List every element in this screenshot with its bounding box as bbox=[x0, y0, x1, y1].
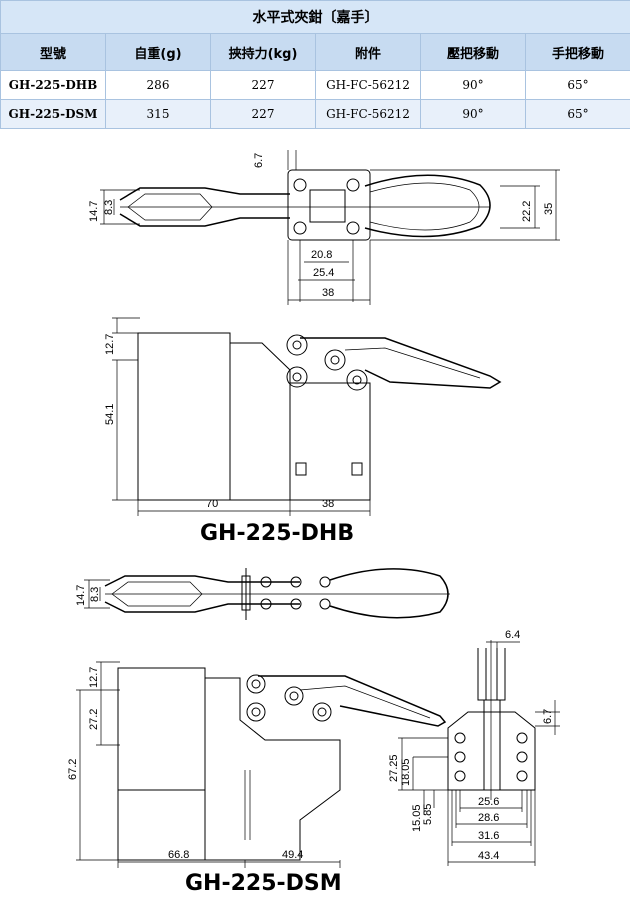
dim-label: 35 bbox=[543, 203, 555, 215]
cell-bar-movement: 90° bbox=[420, 70, 526, 100]
cell-holding-force: 227 bbox=[210, 99, 316, 129]
dsm-front-dimensions: 6.4 6.7 27.25 18.05 15.05 5.85 25.6 28.6… bbox=[388, 629, 560, 866]
dim-label: 67.2 bbox=[67, 759, 79, 780]
header-weight: 自重(g) bbox=[105, 33, 211, 71]
dim-label: 27.25 bbox=[388, 754, 400, 782]
dsm-top-view bbox=[104, 568, 450, 620]
cell-model: GH-225-DHB bbox=[0, 70, 106, 100]
cell-accessory: GH-FC-56212 bbox=[315, 70, 421, 100]
dim-label: 22.2 bbox=[521, 201, 533, 222]
cell-weight: 286 bbox=[105, 70, 211, 100]
dhb-side-view bbox=[137, 332, 502, 501]
dhb-top-view bbox=[119, 169, 491, 241]
dim-label: 20.8 bbox=[311, 249, 332, 261]
dim-label: 12.7 bbox=[88, 667, 100, 688]
dim-label: 6.7 bbox=[253, 153, 265, 168]
table-row: GH-225-DSM 315 227 GH-FC-56212 90° 65° bbox=[0, 99, 630, 129]
cell-model: GH-225-DSM bbox=[0, 99, 106, 129]
dim-label: 6.4 bbox=[505, 629, 520, 641]
header-holding-force: 挾持力(kg) bbox=[210, 33, 316, 71]
dim-label: 6.7 bbox=[542, 709, 554, 724]
dsm-side-dimensions: 12.7 27.2 67.2 66.8 49.4 GH-225-DSM bbox=[67, 661, 342, 896]
dim-label: 14.7 bbox=[88, 201, 100, 222]
dim-label: 31.6 bbox=[478, 830, 499, 842]
dsm-side-view bbox=[117, 667, 447, 861]
cell-handle-movement: 65° bbox=[525, 99, 630, 129]
dim-label: 43.4 bbox=[478, 850, 499, 862]
dhb-top-dimensions: 6.7 14.7 8.3 22.2 35 20.8 25.4 38 bbox=[88, 150, 560, 305]
dsm-top-dimensions: 14.7 8.3 bbox=[75, 579, 110, 609]
dim-label: 49.4 bbox=[282, 849, 303, 861]
dim-label: 66.8 bbox=[168, 849, 189, 861]
dim-label: 14.7 bbox=[75, 585, 87, 606]
table-header-row: 型號 自重(g) 挾持力(kg) 附件 壓把移動 手把移動 bbox=[0, 33, 630, 71]
dim-label: 15.05 bbox=[411, 804, 423, 832]
technical-drawing: 6.7 14.7 8.3 22.2 35 20.8 25.4 38 bbox=[67, 150, 560, 896]
dim-label: 27.2 bbox=[88, 709, 100, 730]
dsm-model-label: GH-225-DSM bbox=[185, 871, 342, 896]
dim-label: 8.3 bbox=[103, 200, 115, 215]
dim-label: 28.6 bbox=[478, 812, 499, 824]
dim-label: 12.7 bbox=[104, 334, 116, 355]
dhb-side-dimensions: 12.7 54.1 70 38 GH-225-DHB bbox=[104, 317, 371, 546]
dim-label: 25.6 bbox=[478, 796, 499, 808]
header-bar-movement: 壓把移動 bbox=[420, 33, 526, 71]
dhb-model-label: GH-225-DHB bbox=[200, 521, 354, 546]
dim-label: 70 bbox=[206, 498, 218, 510]
dim-label: 8.3 bbox=[89, 587, 101, 602]
header-model: 型號 bbox=[0, 33, 106, 71]
table-title-row: 水平式夾鉗〔嘉手〕 bbox=[0, 0, 630, 34]
cell-weight: 315 bbox=[105, 99, 211, 129]
dim-label: 25.4 bbox=[313, 267, 334, 279]
table-row: GH-225-DHB 286 227 GH-FC-56212 90° 65° bbox=[0, 70, 630, 100]
header-accessory: 附件 bbox=[315, 33, 421, 71]
dim-label: 54.1 bbox=[104, 404, 116, 425]
header-handle-movement: 手把移動 bbox=[525, 33, 630, 71]
cell-bar-movement: 90° bbox=[420, 99, 526, 129]
cell-accessory: GH-FC-56212 bbox=[315, 99, 421, 129]
spec-table: 水平式夾鉗〔嘉手〕 型號 自重(g) 挾持力(kg) 附件 壓把移動 手把移動 … bbox=[0, 0, 630, 129]
cell-holding-force: 227 bbox=[210, 70, 316, 100]
cell-handle-movement: 65° bbox=[525, 70, 630, 100]
dsm-front-view bbox=[447, 640, 536, 800]
dim-label: 38 bbox=[322, 287, 334, 299]
table-title: 水平式夾鉗〔嘉手〕 bbox=[0, 0, 630, 34]
dim-label: 5.85 bbox=[422, 804, 434, 825]
dim-label: 38 bbox=[322, 498, 334, 510]
dim-label: 18.05 bbox=[400, 758, 412, 786]
